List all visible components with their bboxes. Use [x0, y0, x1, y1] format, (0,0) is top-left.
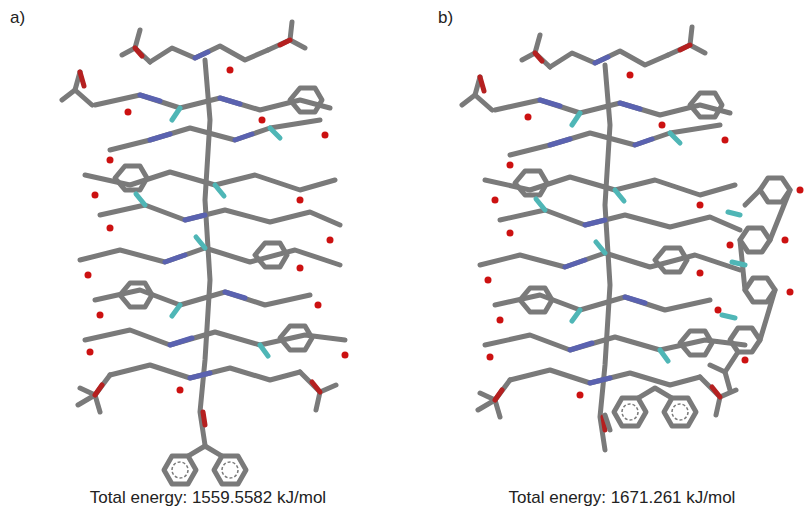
energy-caption: Total energy: 1671.261 kJ/mol — [509, 488, 736, 508]
energy-caption: Total energy: 1559.5582 kJ/mol — [90, 488, 326, 508]
panel-label: a) — [10, 8, 25, 28]
panel-label: b) — [438, 8, 453, 28]
